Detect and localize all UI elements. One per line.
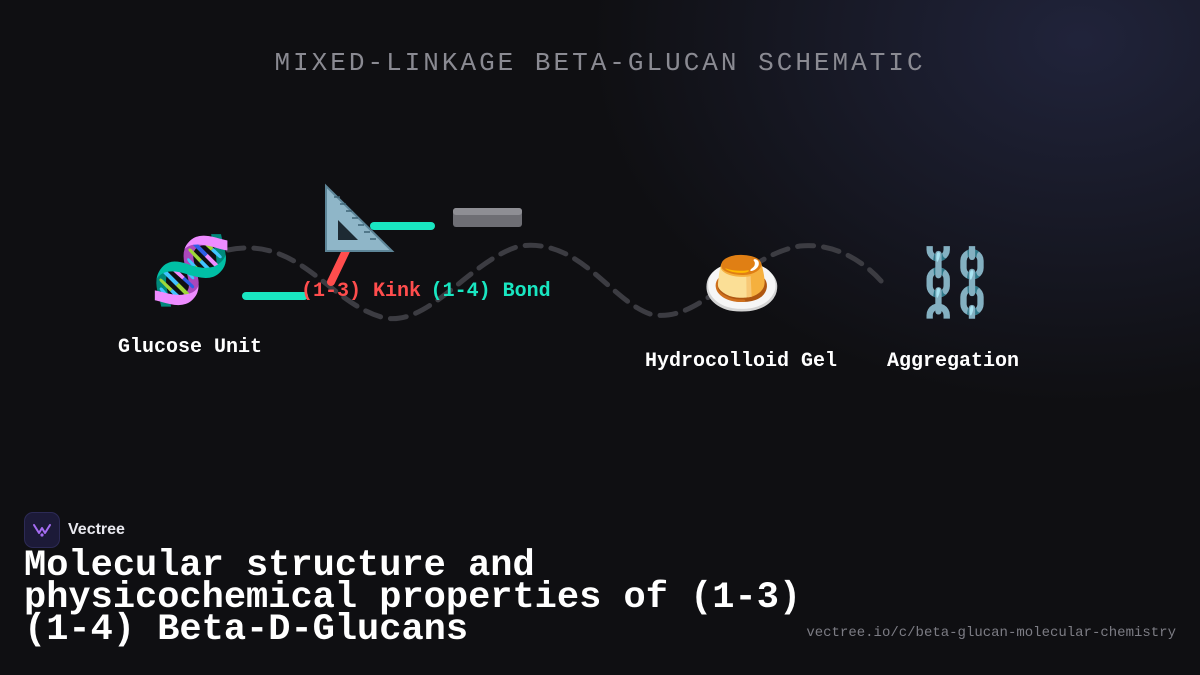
polysaccharide-chain-path <box>225 242 885 322</box>
linkage-labels: (1-3) Kink (1-4) Bond <box>301 280 551 303</box>
brand-name: Vectree <box>68 521 125 538</box>
triangular-ruler-icon <box>325 183 395 252</box>
diagram-title: MIXED-LINKAGE BETA-GLUCAN SCHEMATIC <box>274 48 926 78</box>
kink-label: (1-3) Kink <box>301 280 422 303</box>
flan-pudding-icon: 🍮 <box>702 247 782 321</box>
dna-icon: 🧬 <box>150 232 233 309</box>
aggregation-label: Aggregation <box>886 350 1020 373</box>
glucose-unit-label: Glucose Unit <box>117 336 263 359</box>
page-headline: Molecular structure and physicochemical … <box>24 545 802 651</box>
brand: Vectree <box>24 512 125 548</box>
vectree-logo-icon <box>24 512 60 548</box>
straight-bar-icon <box>453 208 522 227</box>
source-url: vectree.io/c/beta-glucan-molecular-chemi… <box>806 625 1176 641</box>
hydrocolloid-gel-label: Hydrocolloid Gel <box>644 350 838 373</box>
bond-label: (1-4) Bond <box>430 280 551 303</box>
chains-icon: ⛓️ <box>914 244 997 321</box>
